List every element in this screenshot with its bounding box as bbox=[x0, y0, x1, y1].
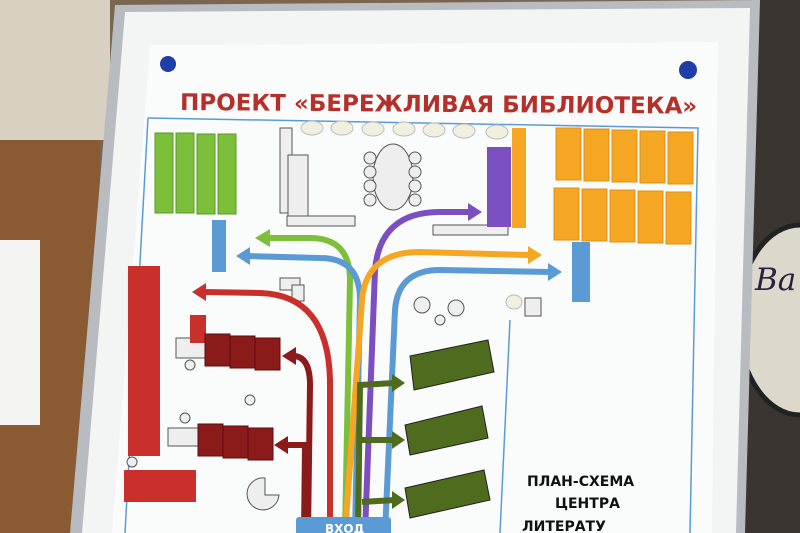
blue-shelf-left bbox=[212, 220, 226, 272]
plan-outline bbox=[147, 117, 699, 533]
blue-shelf-right bbox=[572, 242, 590, 302]
red-shelf-bottom bbox=[124, 470, 196, 502]
pie-chair bbox=[246, 477, 280, 511]
plan-title-line2: ЦЕНТРА bbox=[555, 496, 620, 512]
orange-shelf-thin bbox=[512, 128, 526, 228]
drum-text: Ba bbox=[754, 262, 796, 298]
background-shelves bbox=[0, 0, 110, 140]
poster-title: ПРОЕКТ «БЕРЕЖЛИВАЯ БИБЛИОТЕКА» bbox=[180, 90, 697, 120]
red-shelf-long bbox=[128, 266, 160, 456]
magnet-right bbox=[679, 61, 697, 79]
purple-shelf bbox=[487, 147, 511, 227]
olive-shelves bbox=[404, 339, 495, 519]
green-shelves bbox=[154, 132, 237, 215]
plan-title-line3: ЛИТЕРАТУ bbox=[522, 519, 606, 533]
entrance-badge bbox=[296, 517, 391, 533]
paper-sheet bbox=[0, 240, 40, 425]
darkred-shelves bbox=[197, 333, 281, 461]
plants bbox=[300, 120, 523, 310]
red-shelf-small bbox=[190, 315, 206, 343]
route-arrows bbox=[204, 209, 551, 533]
plan-wall bbox=[499, 319, 511, 533]
orange-shelves bbox=[553, 127, 694, 245]
grey-furniture bbox=[167, 127, 542, 447]
magnet-left bbox=[160, 56, 176, 72]
plan-title-line1: ПЛАН-СХЕМА bbox=[527, 474, 634, 490]
arrow-heads bbox=[192, 203, 562, 509]
entrance-label: ВХОД bbox=[325, 522, 364, 533]
chairs bbox=[126, 151, 465, 468]
